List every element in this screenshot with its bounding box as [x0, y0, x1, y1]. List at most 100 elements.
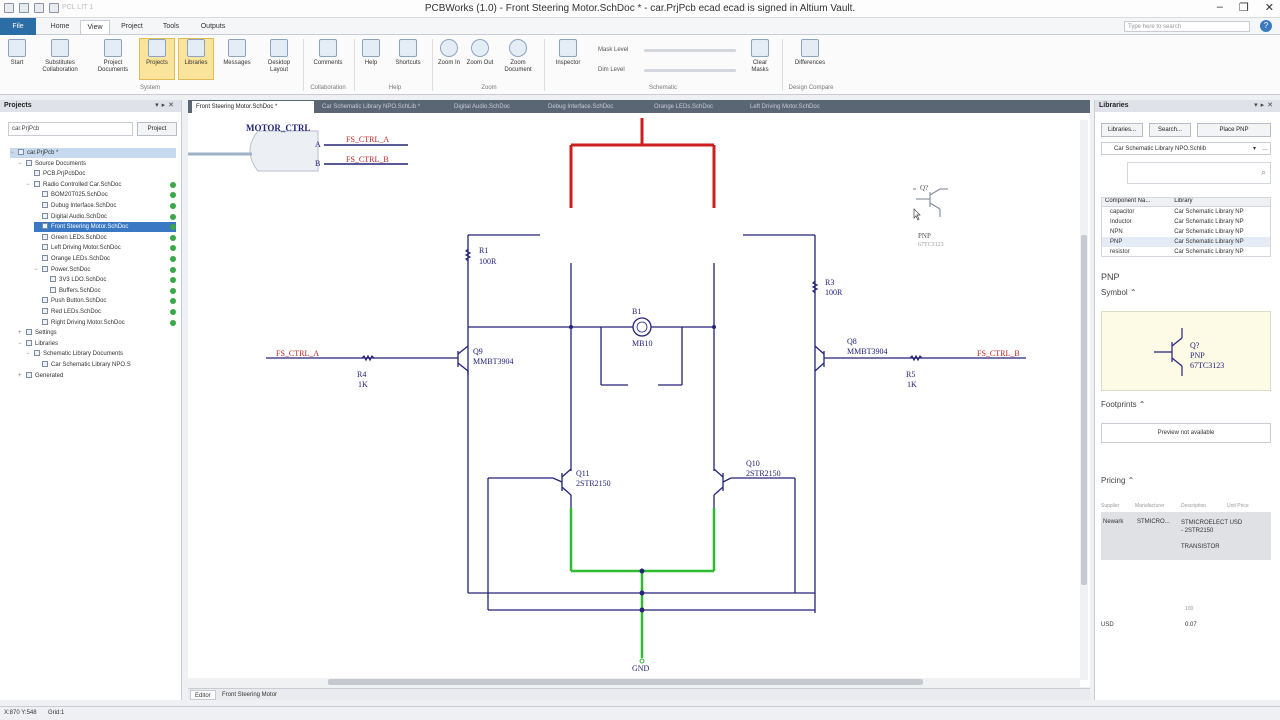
transistor-q10[interactable]: [713, 468, 732, 508]
search-input[interactable]: Type here to search: [1124, 21, 1250, 32]
project-tree-item[interactable]: Push Button.SchDoc: [34, 296, 176, 306]
column-library[interactable]: Library: [1174, 198, 1193, 204]
project-tree-item[interactable]: −Radio Controlled Car.SchDoc: [26, 180, 176, 190]
horizontal-scroll-thumb[interactable]: [328, 679, 923, 685]
expand-icon[interactable]: +: [18, 372, 22, 379]
doc-tab-left-driving-motor[interactable]: Left Driving Motor.SchDoc: [750, 104, 820, 110]
floating-pnp-symbol[interactable]: [913, 188, 948, 217]
library-filter-input[interactable]: ⌕: [1127, 162, 1271, 184]
tab-home[interactable]: Home: [50, 23, 70, 30]
open-icon[interactable]: [34, 3, 44, 13]
help-button[interactable]: Help: [358, 39, 384, 67]
collapse-icon[interactable]: −: [34, 266, 38, 273]
horizontal-scrollbar[interactable]: [188, 678, 1080, 687]
doc-tab-front-steering-motor[interactable]: Front Steering Motor.SchDoc *: [192, 101, 314, 113]
doc-tab-car-schematic-library[interactable]: Car Schematic Library NPO.SchLib *: [322, 104, 421, 110]
project-tree-item[interactable]: −Libraries: [18, 339, 176, 349]
vertical-scroll-thumb[interactable]: [1081, 235, 1087, 585]
zoom-in-button[interactable]: Zoom In: [436, 39, 462, 67]
shortcuts-button[interactable]: Shortcuts: [388, 39, 428, 67]
project-tree-item[interactable]: +Generated: [18, 371, 176, 381]
tab-view[interactable]: View: [80, 20, 110, 34]
project-tree-item[interactable]: −Schematic Library Documents: [26, 349, 176, 359]
doc-tab-digital-audio[interactable]: Digital Audio.SchDoc: [454, 104, 511, 110]
transistor-q8[interactable]: [814, 345, 825, 372]
project-tree-item[interactable]: PCB.PrjPcbDoc: [26, 169, 176, 179]
buzzer-b1[interactable]: [632, 317, 652, 337]
help-icon[interactable]: ?: [1260, 20, 1272, 32]
clear-masks-button[interactable]: Clear Masks: [744, 39, 776, 74]
project-documents-button[interactable]: Project Documents: [90, 39, 136, 74]
tab-outputs[interactable]: Outputs: [200, 23, 226, 30]
project-tree-item[interactable]: Right Driving Motor.SchDoc: [34, 318, 176, 328]
project-tree-item[interactable]: Red LEDs.SchDoc: [34, 307, 176, 317]
doc-tab-orange-leds[interactable]: Orange LEDs.SchDoc: [654, 104, 714, 110]
dim-level-slider[interactable]: [644, 69, 736, 72]
differences-button[interactable]: Differences: [786, 39, 834, 67]
maximize-button[interactable]: ❐: [1238, 2, 1249, 14]
editor-tab-front-steering-motor[interactable]: Front Steering Motor: [222, 692, 278, 698]
resistor-r3[interactable]: [811, 280, 819, 294]
project-tree-item[interactable]: −Power.SchDoc: [34, 265, 176, 275]
minimize-button[interactable]: –: [1216, 1, 1223, 13]
editor-tab[interactable]: Editor: [190, 690, 216, 700]
tab-project[interactable]: Project: [121, 23, 143, 30]
doc-tab-debug-interface[interactable]: Debug Interface.SchDoc: [548, 104, 614, 110]
search-button[interactable]: Search...: [1149, 123, 1191, 137]
project-tree-item[interactable]: Green LEDs.SchDoc: [34, 233, 176, 243]
resistor-r1[interactable]: [464, 248, 472, 262]
pricing-section-label[interactable]: Pricing ⌃: [1101, 476, 1135, 485]
library-select[interactable]: Car Schematic Library NPO.Schlib ▾ …: [1101, 142, 1271, 155]
project-tree-item[interactable]: Car Schematic Library NPO.S: [34, 360, 176, 370]
column-component-name[interactable]: Component Na...: [1105, 198, 1151, 204]
project-tree-item[interactable]: Digital Audio.SchDoc: [34, 212, 176, 222]
undo-icon[interactable]: [49, 3, 59, 13]
sheet-symbol[interactable]: [249, 130, 319, 172]
collaboration-button[interactable]: Substitutes Collaboration: [33, 39, 87, 74]
vertical-scrollbar[interactable]: [1080, 120, 1088, 680]
expand-icon[interactable]: +: [18, 330, 22, 337]
project-tree-item[interactable]: Front Steering Motor.SchDoc: [34, 222, 176, 233]
resistor-r4[interactable]: [361, 354, 375, 362]
project-tree-item[interactable]: Buffers.SchDoc: [42, 286, 176, 296]
libraries-dialog-button[interactable]: Libraries...: [1101, 123, 1143, 137]
save-icon[interactable]: [19, 3, 29, 13]
project-tree-item[interactable]: Left Driving Motor.SchDoc: [34, 243, 176, 253]
collapse-icon[interactable]: −: [18, 340, 22, 347]
zoom-document-button[interactable]: Zoom Document: [498, 39, 538, 74]
project-tree-item[interactable]: 3V3 LDO.SchDoc: [42, 275, 176, 285]
panel-controls[interactable]: ▾▸✕: [155, 102, 177, 109]
transistor-q11[interactable]: [552, 468, 572, 508]
messages-button[interactable]: Messages: [218, 39, 256, 67]
resistor-r5[interactable]: [909, 354, 923, 362]
project-tree-item[interactable]: BOM20T025.SchDoc: [34, 190, 176, 200]
collapse-icon[interactable]: −: [26, 181, 30, 188]
tab-tools[interactable]: Tools: [162, 23, 180, 30]
libraries-button[interactable]: Libraries: [178, 38, 214, 80]
start-button[interactable]: Start: [4, 39, 30, 67]
comments-button[interactable]: Comments: [306, 39, 350, 67]
zoom-out-button[interactable]: Zoom Out: [466, 39, 494, 67]
pricing-row[interactable]: Newark STMICRO... STMICROELECT USD - 2ST…: [1101, 512, 1271, 560]
project-tree-item[interactable]: −Source Documents: [18, 159, 176, 169]
projects-button[interactable]: Projects: [139, 38, 175, 80]
project-button[interactable]: Project: [137, 122, 177, 136]
footprints-section-label[interactable]: Footprints ⌃: [1101, 400, 1146, 409]
desktop-layout-button[interactable]: Desktop Layout: [259, 39, 299, 74]
tab-file[interactable]: File: [0, 18, 36, 35]
inspector-button[interactable]: Inspector: [549, 39, 587, 67]
schematic-canvas[interactable]: MOTOR_CTRL A B FS_CTRL_A FS_CTRL_B: [188, 113, 1090, 687]
collapse-icon[interactable]: −: [10, 150, 14, 156]
collapse-icon[interactable]: −: [26, 351, 30, 358]
collapse-icon[interactable]: −: [18, 160, 22, 167]
place-pnp-button[interactable]: Place PNP: [1197, 123, 1271, 137]
mask-level-slider[interactable]: [644, 49, 736, 52]
transistor-q9[interactable]: [457, 345, 469, 375]
panel-controls[interactable]: ▾▸✕: [1254, 102, 1276, 109]
more-icon[interactable]: …: [1262, 146, 1268, 152]
